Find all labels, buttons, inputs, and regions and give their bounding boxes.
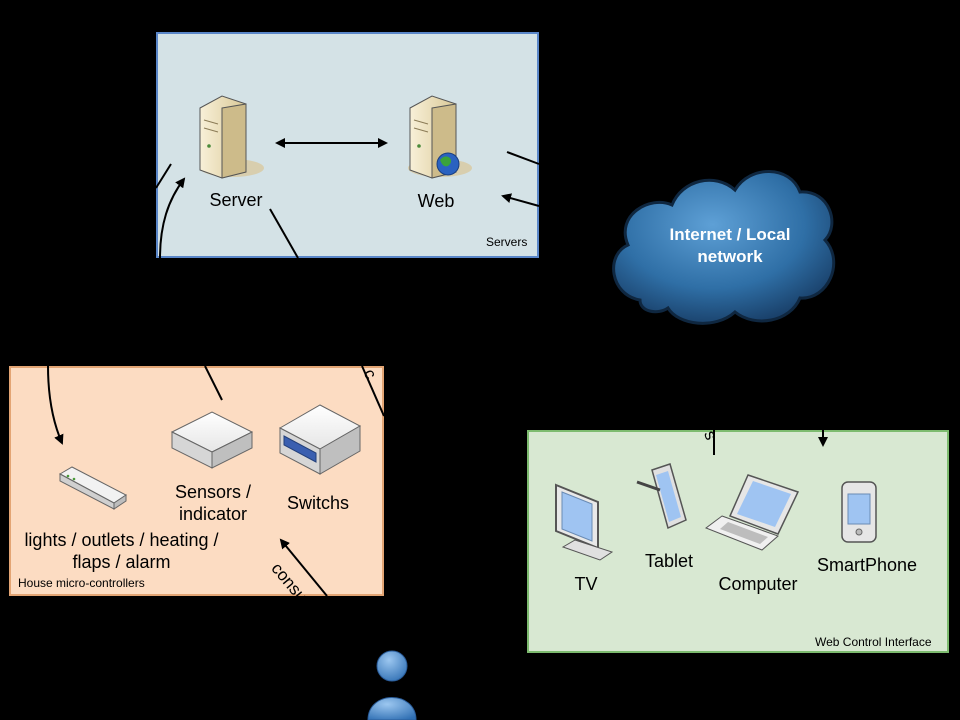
server-left-edge [155, 163, 172, 189]
actuators-label: lights / outlets / heating / flaps / ala… [24, 530, 219, 572]
web-label: Web [417, 191, 455, 211]
to-server-edge [159, 177, 186, 259]
switchs-label: Switchs [286, 493, 349, 513]
tablet-label: Tablet [644, 551, 694, 571]
smartphone-label: SmartPhone [816, 555, 918, 575]
sensor-box-icon [170, 411, 254, 469]
server-label: Server [209, 190, 263, 210]
cloud-icon [612, 170, 836, 325]
user-icon [367, 650, 417, 720]
tablet-icon [636, 463, 687, 530]
computer-label: Computer [718, 574, 798, 594]
consult-edge [279, 538, 328, 597]
house-group-title: House micro-controllers [18, 576, 145, 590]
web-interface-group-title: Web Control Interface [815, 635, 932, 649]
servers-group-title: Servers [486, 235, 528, 249]
monitor-icon [555, 483, 614, 561]
switch-box-icon [278, 404, 362, 475]
tv-label: TV [574, 574, 598, 594]
power-strip-icon [58, 466, 127, 510]
smartphone-icon [841, 481, 877, 543]
server-icon [199, 95, 264, 179]
server-down-edge [269, 208, 299, 259]
sensors-label: Sensors / indicator [174, 482, 252, 524]
laptop-icon [704, 474, 800, 551]
sensors-up-edge [204, 365, 223, 401]
web-server-icon [408, 95, 472, 179]
to-actuators-edge [47, 365, 64, 445]
switchs-up-edge [361, 365, 385, 417]
web-to-cloud-edge [506, 151, 540, 165]
cloud-label: Internet / Local network [669, 225, 791, 266]
cloud-to-web-edge [501, 193, 540, 207]
